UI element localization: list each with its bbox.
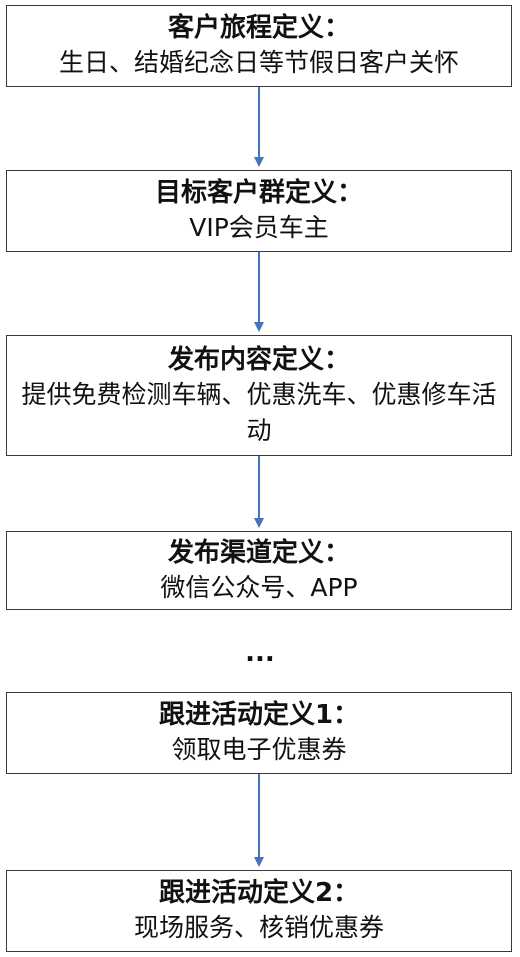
- step-box-4: 发布渠道定义： 微信公众号、APP: [6, 531, 512, 610]
- step-box-3: 发布内容定义： 提供免费检测车辆、优惠洗车、优惠修车活动: [6, 335, 512, 456]
- step-title-3: 发布内容定义：: [167, 344, 350, 375]
- step-box-6: 跟进活动定义2： 现场服务、核销优惠券: [6, 870, 512, 952]
- step-box-2: 目标客户群定义： VIP会员车主: [6, 170, 512, 252]
- step-body-6: 现场服务、核销优惠券: [133, 913, 384, 942]
- step-title-5: 跟进活动定义1：: [158, 700, 360, 730]
- step-title-4: 发布渠道定义：: [167, 537, 350, 568]
- step-body-2: VIP会员车主: [189, 213, 329, 242]
- step-box-1: 客户旅程定义： 生日、结婚纪念日等节假日客户关怀: [6, 5, 512, 87]
- step-box-5: 跟进活动定义1： 领取电子优惠券: [6, 692, 512, 774]
- step-title-2: 目标客户群定义：: [154, 178, 363, 208]
- step-body-3: 提供免费检测车辆、优惠洗车、优惠修车活动: [21, 379, 497, 445]
- step-title-1: 客户旅程定义：: [167, 13, 350, 43]
- step-title-6: 跟进活动定义2：: [158, 878, 360, 908]
- step-body-4: 微信公众号、APP: [160, 572, 358, 602]
- step-body-1: 生日、结婚纪念日等节假日客户关怀: [58, 48, 459, 77]
- step-body-5: 领取电子优惠券: [171, 735, 347, 764]
- ellipsis: ...: [245, 638, 275, 668]
